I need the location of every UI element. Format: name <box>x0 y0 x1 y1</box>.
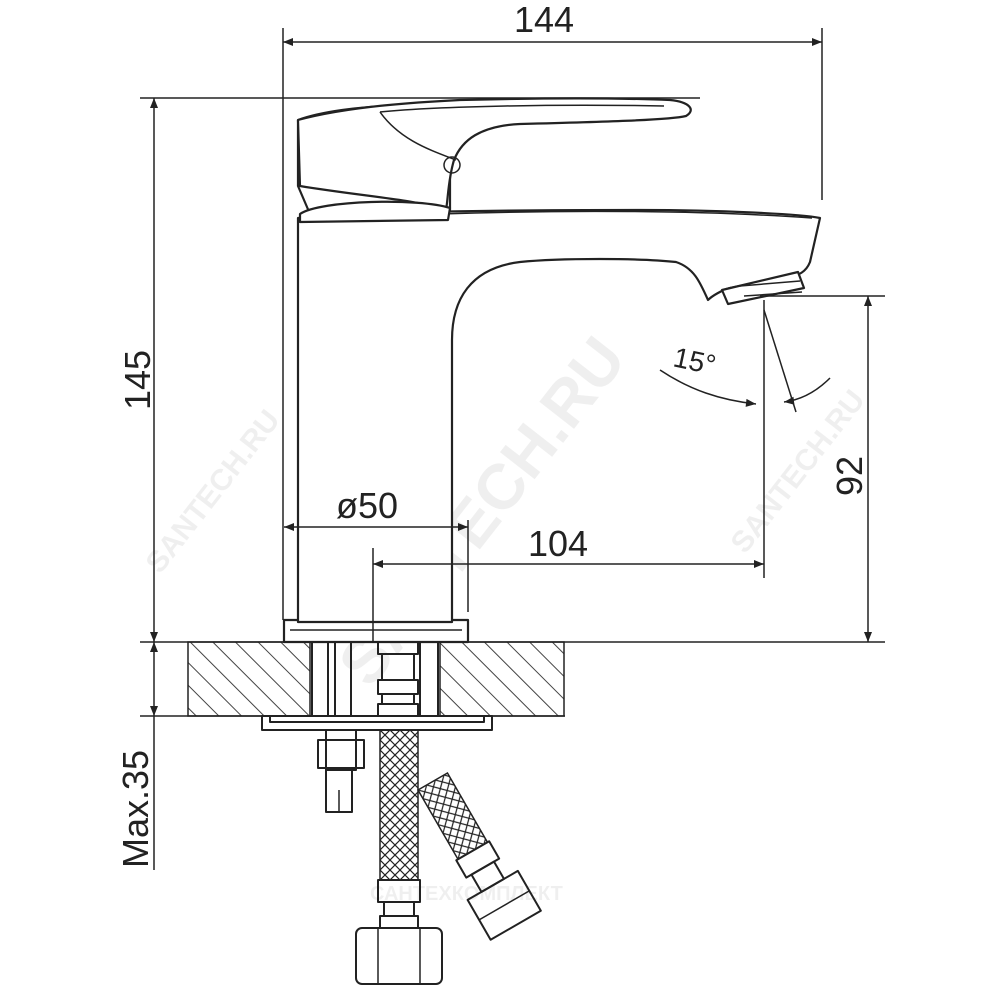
lever-handle-screw <box>443 156 461 174</box>
dim-angle-ray <box>763 309 797 413</box>
lever-handle-contour <box>379 104 665 113</box>
supply-hoses <box>355 639 542 985</box>
dimensions: 144 145 92 ø50 104 15° Max.35 <box>115 0 885 870</box>
aerator-line-1 <box>739 280 801 287</box>
hose-angled-nut-face <box>478 890 530 921</box>
aerator-line-2 <box>743 291 803 297</box>
threaded-stud-nut <box>317 739 365 769</box>
lever-handle <box>296 97 692 212</box>
dim-angle-arc-left <box>659 369 757 407</box>
dim-max35-label: Max.35 <box>115 750 156 868</box>
hose-fitting-upper-4 <box>381 693 415 705</box>
hose-angled-braid <box>416 771 489 861</box>
dim-angle-arc-right <box>783 377 831 405</box>
threaded-stud-upper <box>325 729 357 771</box>
dim-92-label: 92 <box>829 456 870 496</box>
mounting-assembly <box>261 641 493 813</box>
countertop-left-section <box>187 641 311 717</box>
dim-angle-label: 15° <box>671 342 719 381</box>
watermark: SANTECH.RU SANTECH.RU SANTECH.RU САНТЕХК… <box>140 324 872 905</box>
countertop-right-section <box>439 641 565 717</box>
hose-crimp-upper <box>377 703 419 717</box>
aerator <box>720 270 806 306</box>
mounting-stud-sleeve-right <box>419 641 439 717</box>
dim-145-label: 145 <box>117 350 158 410</box>
dim-104-label: 104 <box>528 523 588 564</box>
hose-vertical-nut <box>355 927 443 985</box>
dim-144-label: 144 <box>514 0 574 40</box>
countertop <box>140 641 885 717</box>
faucet <box>282 97 822 644</box>
hose-vertical-collar-2 <box>379 915 419 929</box>
hose-vertical-braid <box>379 729 419 881</box>
faucet-base-ring <box>282 618 470 644</box>
watermark-side-left: SANTECH.RU <box>140 404 287 579</box>
spout-top-contour <box>439 210 813 219</box>
cartridge-base <box>298 200 452 224</box>
mounting-washer-inner <box>269 715 485 723</box>
dim-50-label: ø50 <box>336 485 398 526</box>
lever-handle-joint <box>379 111 457 161</box>
